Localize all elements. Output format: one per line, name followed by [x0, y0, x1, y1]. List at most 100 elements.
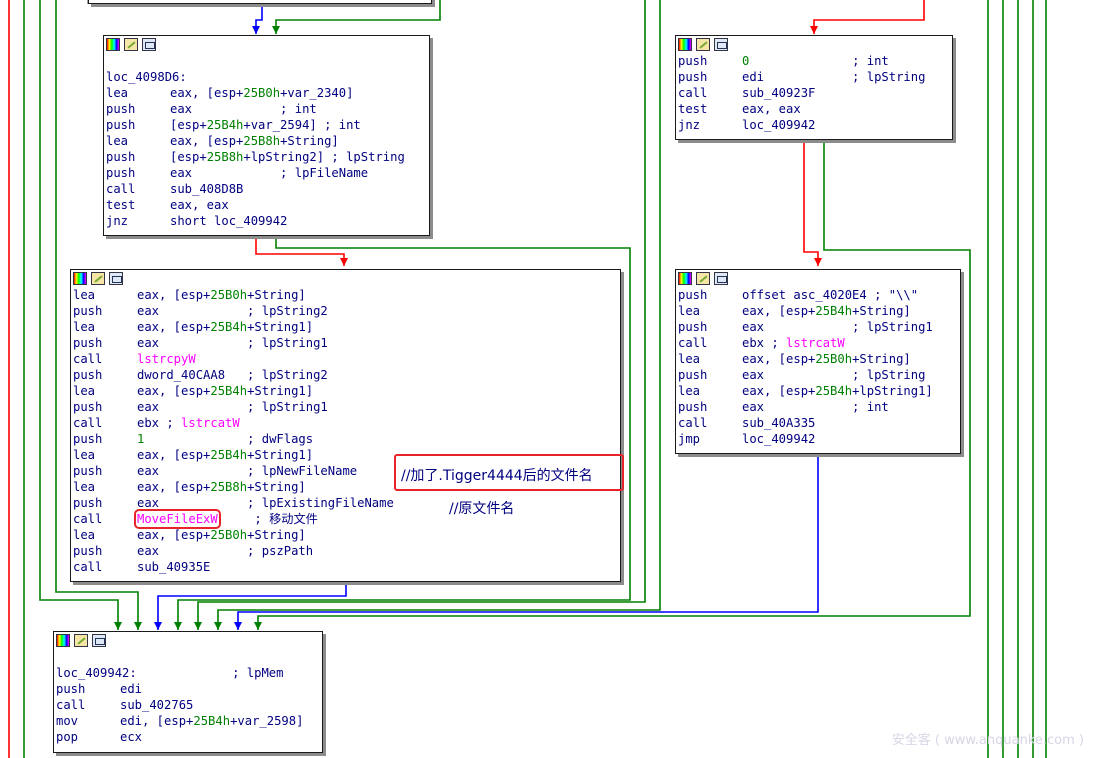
asm-operands[interactable]: sub_40A335 — [742, 416, 816, 430]
asm-operands[interactable]: [esp+25B4h+var_2594] ; int — [170, 118, 361, 132]
asm-operands[interactable]: eax ; lpString — [742, 368, 926, 382]
asm-line[interactable]: loc_4098D6: — [106, 69, 429, 85]
asm-operands[interactable]: sub_408D8B — [170, 182, 244, 196]
color-palette-icon[interactable] — [678, 38, 692, 51]
graph-view-icon[interactable] — [109, 272, 123, 285]
graph-view-icon[interactable] — [714, 38, 728, 51]
asm-operands[interactable]: eax, [esp+25B0h+String] — [137, 288, 306, 302]
asm-operands[interactable]: lstrcpyW — [137, 352, 196, 366]
asm-operands[interactable]: eax ; lpNewFileName — [137, 464, 358, 478]
asm-operands[interactable]: eax, eax — [170, 198, 229, 212]
asm-operands[interactable]: MoveFileExW — [134, 509, 221, 529]
asm-line[interactable]: loc_409942: ; lpMem — [56, 665, 322, 681]
asm-operands[interactable]: eax, [esp+25B0h+String] — [742, 352, 911, 366]
asm-operands[interactable]: eax, [esp+25B4h+String] — [742, 304, 911, 318]
asm-operands[interactable]: edi, [esp+25B4h+var_2598] — [120, 714, 304, 728]
asm-operands[interactable]: eax ; int — [742, 400, 889, 414]
graph-node-top-partial[interactable] — [88, 0, 432, 4]
asm-operands[interactable]: ebx ; lstrcatW — [742, 336, 845, 350]
asm-operands[interactable]: eax ; int — [170, 102, 317, 116]
color-palette-icon[interactable] — [678, 272, 692, 285]
asm-operands[interactable]: eax, [esp+25B8h+String] — [137, 480, 306, 494]
asm-operands[interactable]: edi ; lpString — [742, 70, 926, 84]
asm-operands[interactable]: eax, [esp+25B4h+String1] — [137, 384, 314, 398]
rename-edit-icon[interactable] — [124, 38, 138, 51]
asm-operands[interactable]: eax ; pszPath — [137, 544, 314, 558]
asm-line[interactable]: push[esp+25B8h+lpString2] ; lpString — [106, 149, 429, 165]
asm-operands[interactable]: offset asc_4020E4 ; "\\" — [742, 288, 919, 302]
graph-view-icon[interactable] — [142, 38, 156, 51]
asm-operands[interactable]: sub_40923F — [742, 86, 816, 100]
asm-operands[interactable]: ebx ; lstrcatW — [137, 416, 240, 430]
asm-operands[interactable]: eax ; lpFileName — [170, 166, 369, 180]
asm-operands[interactable]: eax, [esp+25B4h+String1] — [137, 448, 314, 462]
asm-operands[interactable]: eax, [esp+25B4h+lpString1] — [742, 384, 933, 398]
asm-operands[interactable]: [esp+25B8h+lpString2] ; lpString — [170, 150, 405, 164]
asm-operands[interactable]: eax ; lpString1 — [137, 400, 328, 414]
asm-operands[interactable]: eax, [esp+25B4h+String1] — [137, 320, 314, 334]
asm-operands[interactable]: 0 ; int — [742, 54, 889, 68]
asm-operands[interactable]: sub_402765 — [120, 698, 194, 712]
asm-operands[interactable]: eax, eax — [742, 102, 801, 116]
asm-operands[interactable]: sub_40935E — [137, 560, 211, 574]
asm-operands[interactable]: eax, [esp+25B0h+var_2340] — [170, 86, 354, 100]
asm-operands[interactable]: eax, [esp+25B0h+String] — [137, 528, 306, 542]
color-palette-icon[interactable] — [56, 634, 70, 647]
asm-operands[interactable]: dword_40CAA8 ; lpString2 — [137, 368, 328, 382]
graph-view-icon[interactable] — [714, 272, 728, 285]
asm-line[interactable] — [106, 53, 429, 69]
asm-operands[interactable]: eax ; lpString1 — [137, 336, 328, 350]
asm-operands[interactable]: ecx — [120, 730, 143, 744]
asm-operands[interactable]: loc_409942 — [742, 432, 816, 446]
rename-edit-icon[interactable] — [74, 634, 88, 647]
asm-operands[interactable]: loc_409942 — [742, 118, 816, 132]
asm-operands[interactable]: 1 ; dwFlags — [137, 432, 314, 446]
asm-operands[interactable]: edi — [120, 682, 143, 696]
color-palette-icon[interactable] — [106, 38, 120, 51]
graph-view-icon[interactable] — [92, 634, 106, 647]
asm-operands[interactable]: eax, [esp+25B8h+String] — [170, 134, 339, 148]
asm-line[interactable]: push[esp+25B4h+var_2594] ; int — [106, 117, 429, 133]
